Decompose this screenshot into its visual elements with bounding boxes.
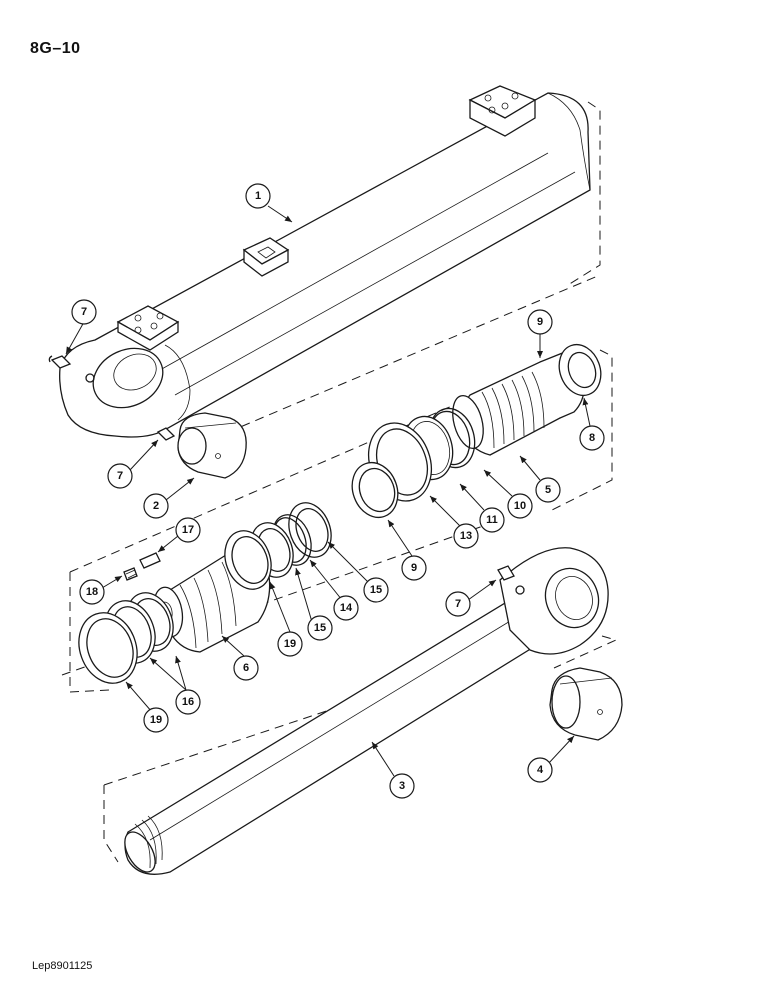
callout-16: 16 [175, 689, 201, 715]
pin-and-setscrew [123, 552, 161, 581]
grease-fitting-rod [497, 565, 515, 581]
callout-7a: 7 [71, 299, 97, 325]
svg-text:9: 9 [411, 562, 417, 574]
callout-7c: 7 [445, 591, 471, 617]
figure-code: Lep8901125 [32, 960, 93, 972]
callout-17: 17 [175, 517, 201, 543]
svg-text:1: 1 [255, 190, 261, 202]
callout-4: 4 [527, 757, 553, 783]
callout-19b: 19 [143, 707, 169, 733]
leader-lines [65, 205, 591, 777]
callout-13: 13 [453, 523, 479, 549]
gland-seals [351, 407, 476, 519]
svg-text:4: 4 [537, 764, 544, 776]
piston-seals-left [78, 592, 174, 684]
callout-11: 11 [479, 507, 505, 533]
svg-text:6: 6 [243, 662, 249, 674]
callout-14: 14 [333, 595, 359, 621]
callout-5: 5 [535, 477, 561, 503]
cylinder-barrel [59, 85, 591, 438]
svg-text:13: 13 [460, 530, 472, 542]
svg-text:16: 16 [182, 696, 194, 708]
svg-text:18: 18 [86, 586, 98, 598]
grease-fitting-barrel [48, 355, 72, 369]
svg-text:7: 7 [81, 306, 87, 318]
svg-text:3: 3 [399, 780, 405, 792]
svg-text:15: 15 [314, 622, 326, 634]
bushing [177, 412, 247, 479]
svg-text:15: 15 [370, 584, 382, 596]
svg-text:14: 14 [340, 602, 353, 614]
callout-15b: 15 [363, 577, 389, 603]
rod-bushing [549, 667, 623, 741]
svg-text:10: 10 [514, 500, 526, 512]
page-number: 8G–10 [30, 40, 81, 57]
callout-10: 10 [507, 493, 533, 519]
callout-19a: 19 [277, 631, 303, 657]
svg-text:8: 8 [589, 432, 595, 444]
svg-text:9: 9 [537, 316, 543, 328]
callout-8: 8 [579, 425, 605, 451]
svg-text:5: 5 [545, 484, 551, 496]
gland-head [452, 351, 585, 456]
svg-text:19: 19 [150, 714, 162, 726]
callout-7b: 7 [107, 463, 133, 489]
grease-fitting-bushing [156, 427, 176, 441]
svg-text:19: 19 [284, 638, 296, 650]
svg-text:7: 7 [455, 598, 461, 610]
callout-6: 6 [233, 655, 259, 681]
piston-seals-right [224, 502, 332, 590]
callout-15a: 15 [307, 615, 333, 641]
piston-rod [124, 547, 609, 875]
callout-3: 3 [389, 773, 415, 799]
svg-text:11: 11 [486, 514, 498, 526]
callout-1: 1 [245, 183, 271, 209]
svg-text:17: 17 [182, 524, 194, 536]
svg-text:7: 7 [117, 470, 123, 482]
callout-9a: 9 [527, 309, 553, 335]
svg-text:2: 2 [153, 500, 159, 512]
wiper-seal [558, 343, 602, 397]
callout-2: 2 [143, 493, 169, 519]
callout-9b: 9 [401, 555, 427, 581]
callout-18: 18 [79, 579, 105, 605]
